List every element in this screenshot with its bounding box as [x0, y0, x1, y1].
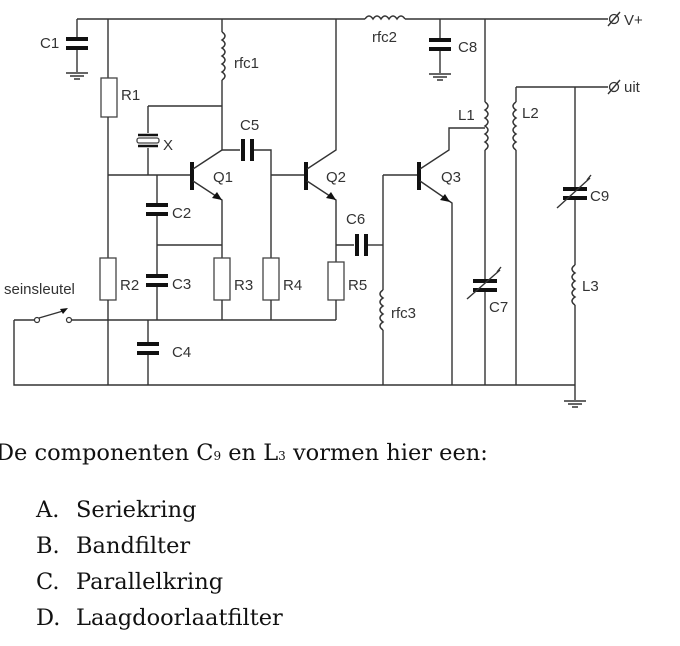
label-c2: C2	[172, 205, 191, 222]
inductor-l3	[571, 264, 577, 400]
inductor-l2	[512, 87, 518, 385]
crystal-x	[136, 105, 222, 175]
capacitor-c8	[429, 19, 451, 81]
label-rfc2: rfc2	[372, 29, 397, 46]
label-c6: C6	[346, 211, 365, 228]
uit-terminal	[607, 79, 621, 95]
option-text: Parallelkring	[76, 569, 224, 595]
resistor-r4	[262, 257, 280, 320]
resistor-r5	[327, 261, 345, 320]
resistor-r3	[213, 257, 231, 320]
capacitor-c2	[146, 175, 222, 276]
capacitor-c9-variable	[556, 87, 592, 265]
ground-symbol	[564, 400, 586, 408]
label-c4: C4	[172, 344, 191, 361]
capacitor-c3	[146, 274, 168, 320]
option-b[interactable]: B. Bandfilter	[36, 528, 283, 564]
transistor-q1	[108, 149, 223, 258]
circuit-diagram: C1 R1 R2 rfc1 X Q1 C5	[4, 11, 643, 408]
capacitor-c4	[137, 320, 159, 385]
label-uit: uit	[624, 79, 641, 96]
option-c[interactable]: C. Parallelkring	[36, 564, 283, 600]
option-letter: A.	[36, 497, 60, 523]
inductor-l1	[483, 19, 489, 279]
option-letter: D.	[36, 605, 61, 631]
label-c5: C5	[240, 117, 259, 134]
question-part-3: vormen hier een:	[285, 440, 488, 466]
label-l2: L2	[522, 105, 539, 122]
label-x: X	[163, 137, 173, 154]
resistor-r2	[99, 257, 117, 385]
label-c8: C8	[458, 39, 477, 56]
option-d[interactable]: D. Laagdoorlaatfilter	[36, 600, 283, 636]
option-letter: C.	[36, 569, 60, 595]
option-a[interactable]: A. Seriekring	[36, 492, 283, 528]
label-rfc3: rfc3	[391, 305, 416, 322]
capacitor-c1	[66, 19, 88, 80]
label-l3: L3	[582, 278, 599, 295]
seinsleutel-switch	[33, 308, 73, 324]
answer-options: A. Seriekring B. Bandfilter C. Parallelkrin…	[36, 492, 283, 636]
option-text: Bandfilter	[76, 533, 191, 559]
label-c1: C1	[40, 35, 59, 52]
label-r5: R5	[348, 277, 367, 294]
option-letter: B.	[36, 533, 60, 559]
resistor-r1	[100, 19, 118, 258]
label-r3: R3	[234, 277, 253, 294]
label-l1: L1	[458, 107, 475, 124]
question-part-1: De componenten C	[0, 440, 214, 466]
transistor-q2	[271, 19, 337, 262]
bottom-rail	[13, 320, 575, 386]
label-r2: R2	[120, 277, 139, 294]
label-vplus: V+	[624, 12, 643, 29]
inductor-rfc2	[364, 15, 406, 21]
vplus-terminal	[607, 11, 621, 27]
capacitor-c5	[222, 139, 272, 258]
transistor-q3	[383, 127, 485, 385]
label-r4: R4	[283, 277, 302, 294]
label-c7: C7	[489, 299, 508, 316]
inductor-rfc3	[379, 175, 385, 385]
subscript-9: 9	[213, 449, 222, 463]
label-seinsleutel: seinsleutel	[4, 281, 75, 298]
option-text: Laagdoorlaatfilter	[76, 605, 283, 631]
label-rfc1: rfc1	[234, 55, 259, 72]
capacitor-c7-variable	[466, 266, 502, 385]
label-c9: C9	[590, 188, 609, 205]
label-c3: C3	[172, 276, 191, 293]
label-q3: Q3	[441, 169, 461, 186]
label-q1: Q1	[213, 169, 233, 186]
label-q2: Q2	[326, 169, 346, 186]
question-text: De componenten C9 en L3 vormen hier een:	[0, 440, 488, 466]
inductor-rfc1	[220, 19, 226, 150]
option-text: Seriekring	[76, 497, 197, 523]
subscript-3: 3	[278, 449, 286, 463]
question-part-2: en L	[221, 440, 279, 466]
label-r1: R1	[121, 87, 140, 104]
capacitor-c6	[336, 234, 383, 256]
